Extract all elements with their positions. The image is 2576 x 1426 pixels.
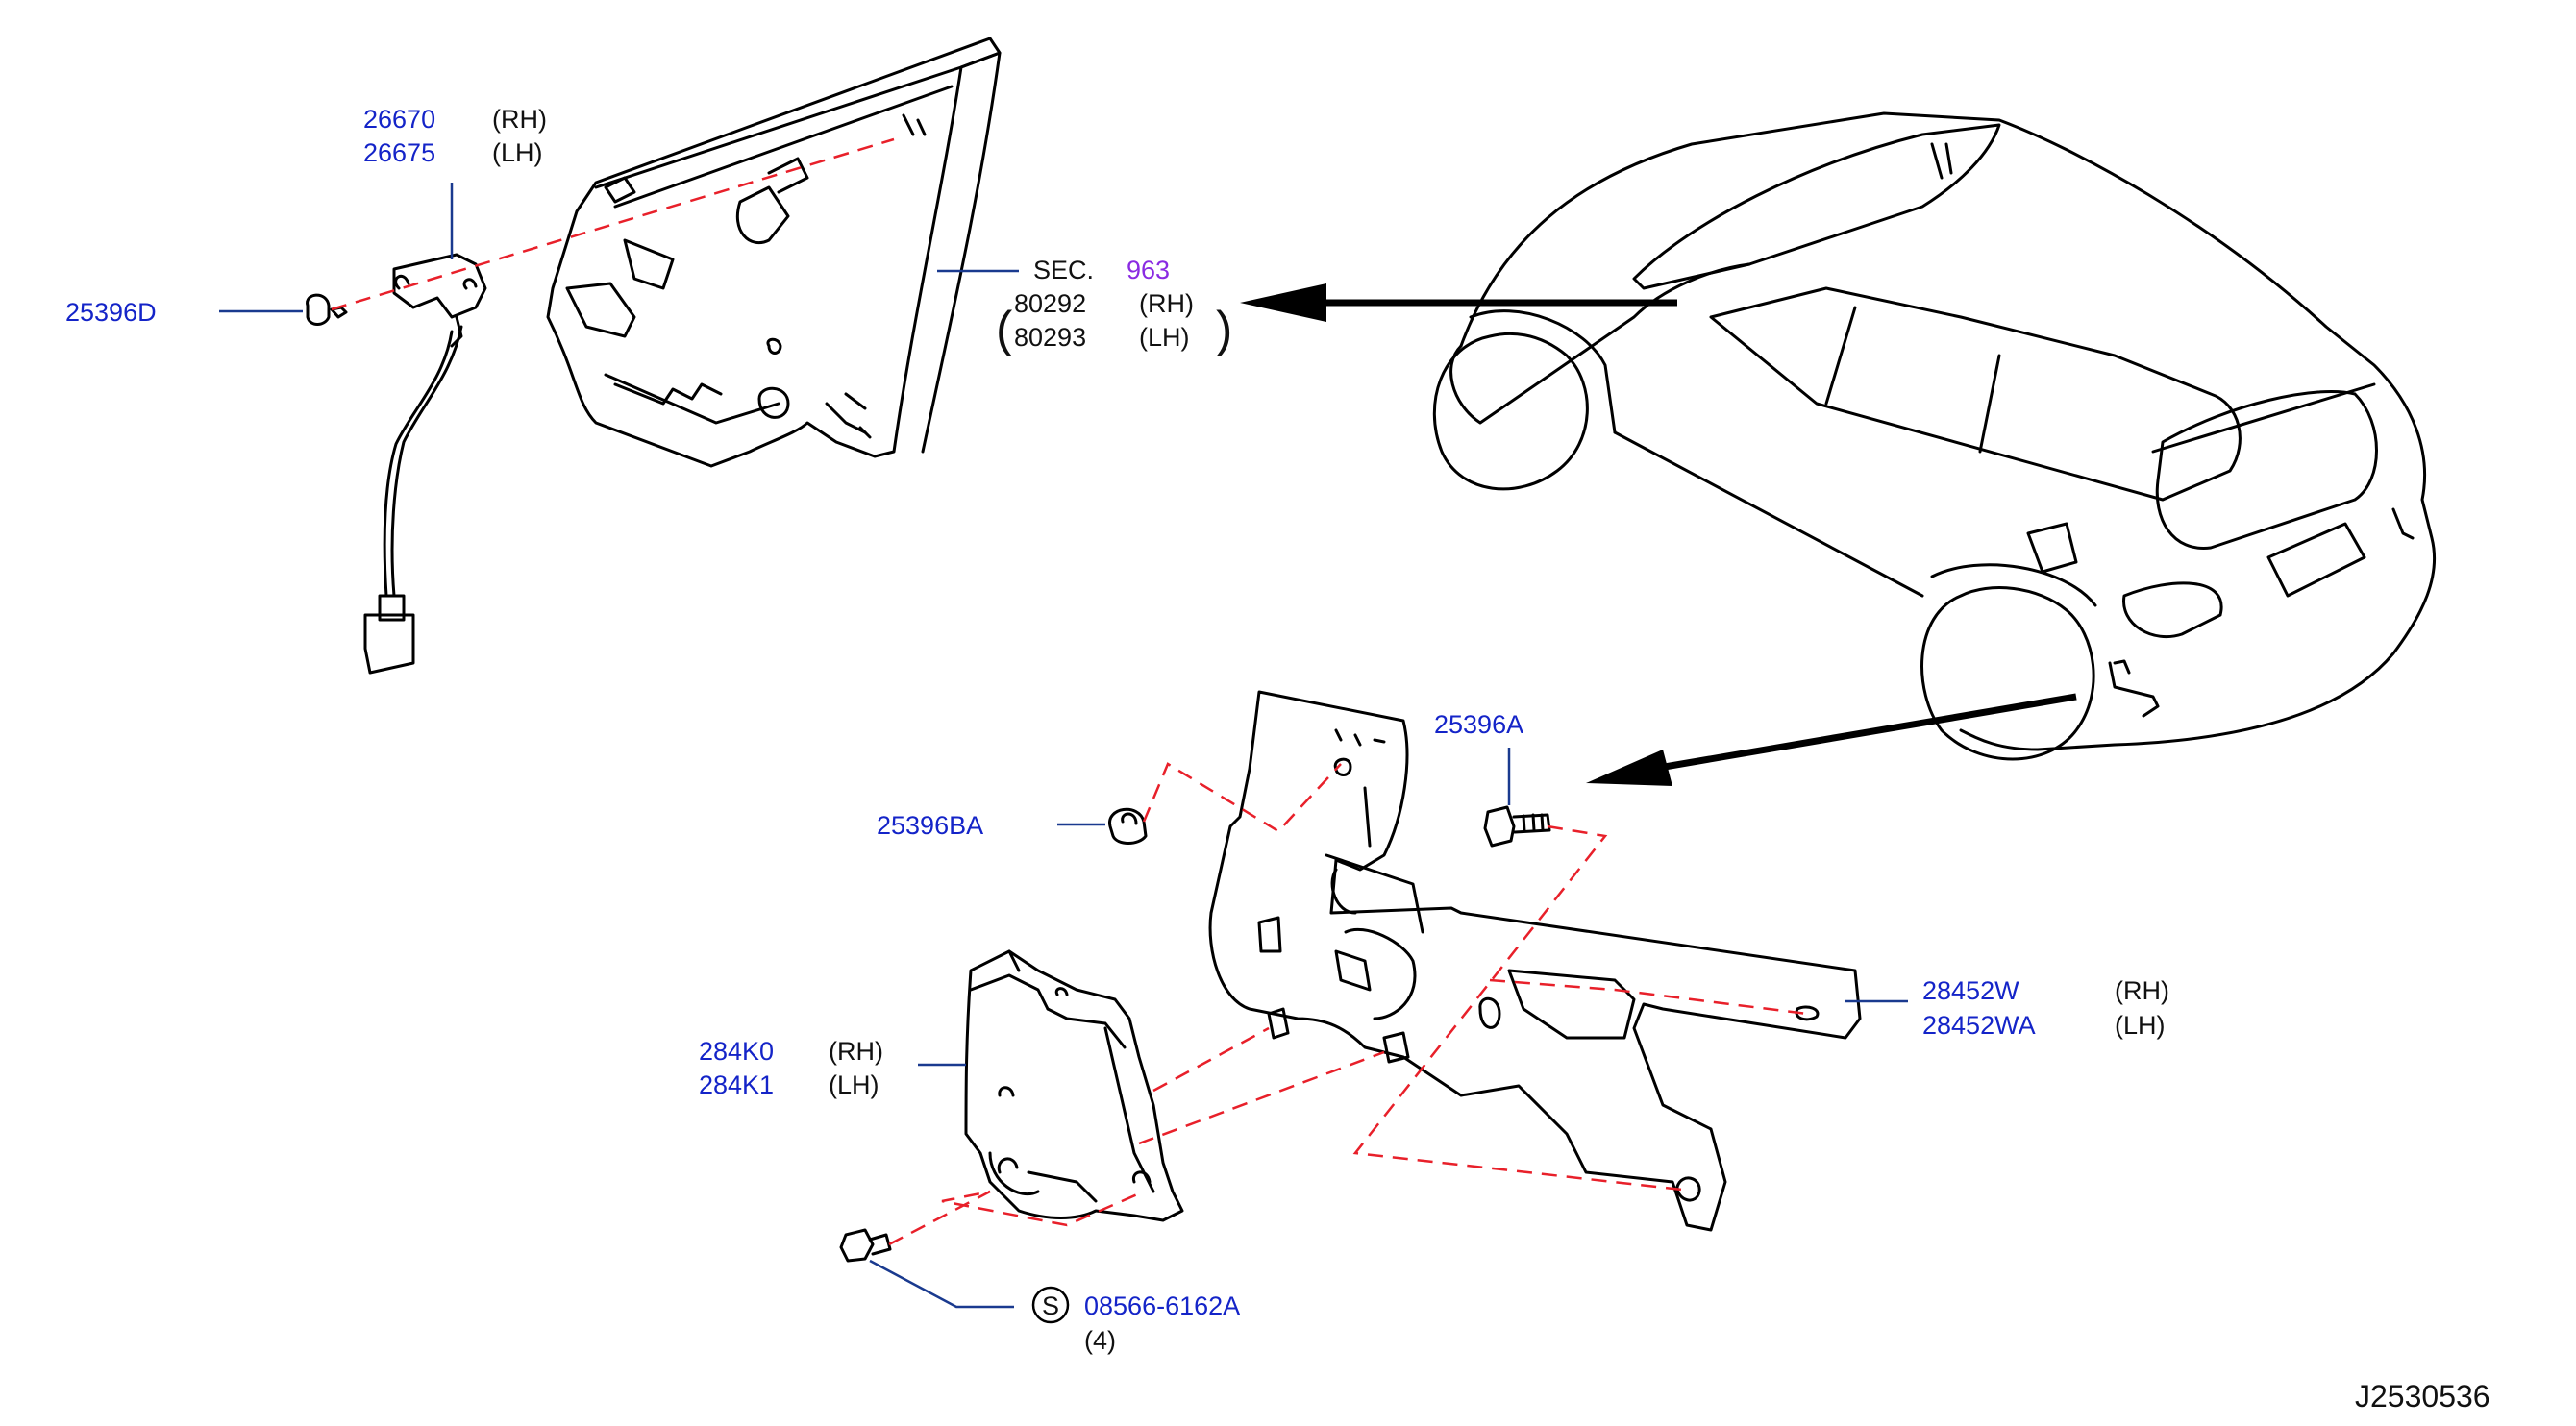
harness-part (363, 253, 487, 675)
bracket-part (1208, 690, 1862, 1232)
rear-finisher-part (546, 37, 1002, 468)
finisher-lh-number: 80293 (1014, 323, 1086, 352)
section-number: 963 (1127, 256, 1170, 284)
sensor-rh-side: (RH) (829, 1037, 883, 1066)
callout-arrow-upper (1240, 283, 1677, 322)
bolt-a-part (1483, 805, 1551, 848)
section-close-paren: ) (1216, 302, 1232, 357)
screw-quantity: (4) (1084, 1326, 1116, 1355)
screw-symbol-circle (1031, 1286, 1070, 1324)
bracket-rh-side: (RH) (2115, 976, 2169, 1005)
bracket-rh-number: 28452W (1922, 976, 2019, 1005)
harness-rh-number: 26670 (363, 105, 435, 134)
finisher-rh-number: 80292 (1014, 289, 1086, 318)
sensor-lh-number: 284K1 (699, 1070, 774, 1099)
section-prefix: SEC. (1033, 256, 1094, 284)
harness-lh-number: 26675 (363, 138, 435, 167)
clip-ba-number: 25396BA (877, 811, 983, 840)
bracket-lh-side: (LH) (2115, 1011, 2166, 1040)
harness-rh-side: (RH) (492, 105, 547, 134)
leader-lines (219, 183, 1908, 1309)
diagram-code: J2530536 (2355, 1379, 2490, 1414)
finisher-rh-side: (RH) (1139, 289, 1194, 318)
vehicle-outline (1432, 111, 2437, 761)
screw-number: 08566-6162A (1084, 1291, 1240, 1320)
bracket-lh-number: 28452WA (1922, 1011, 2036, 1040)
sensor-rh-number: 284K0 (699, 1037, 774, 1066)
clip-d-number: 25396D (65, 298, 157, 327)
clip-ba-part (1108, 807, 1148, 845)
section-open-paren: ( (996, 302, 1013, 357)
harness-lh-side: (LH) (492, 138, 543, 167)
screw-part (839, 1228, 892, 1263)
assembly-dash-lines (331, 137, 1808, 1246)
callout-arrow-lower (1586, 693, 2077, 786)
screw-symbol: S (1042, 1291, 1059, 1320)
radar-sensor-part (964, 949, 1184, 1222)
clip-d-part (306, 293, 348, 326)
sensor-lh-side: (LH) (829, 1070, 879, 1099)
clip-a-number: 25396A (1434, 710, 1523, 739)
finisher-lh-side: (LH) (1139, 323, 1190, 352)
